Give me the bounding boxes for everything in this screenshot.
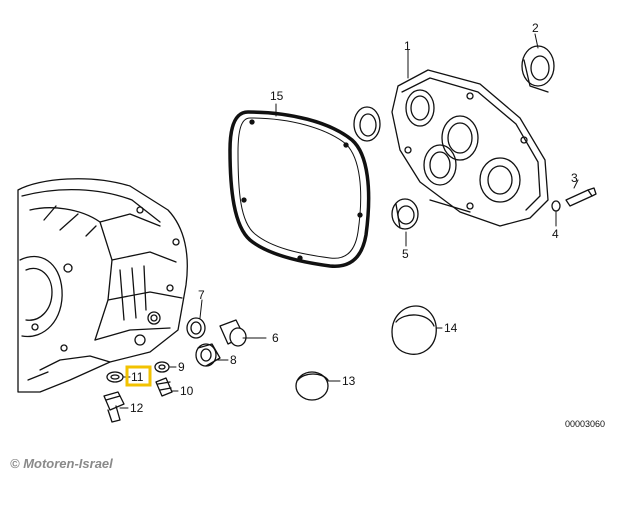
label-7: 7 [198, 288, 205, 302]
leader-lines [119, 33, 579, 409]
washer-part-4 [551, 200, 561, 212]
cap-part-13 [295, 371, 329, 401]
label-15: 15 [270, 89, 284, 103]
label-2: 2 [532, 21, 539, 35]
part-labels: 1 2 3 4 5 6 7 8 9 10 11 12 13 14 15 0000… [125, 21, 605, 429]
seal-part-2 [521, 45, 555, 93]
label-12: 12 [130, 401, 144, 415]
label-3: 3 [571, 171, 578, 185]
label-4: 4 [552, 227, 559, 241]
drawing-code: 00003060 [565, 419, 605, 429]
label-8: 8 [230, 353, 237, 367]
label-14: 14 [444, 321, 458, 335]
label-11[interactable]: 11 [131, 370, 144, 384]
copyright-notice: © Motoren-Israel [10, 456, 113, 471]
cap-part-8 [195, 343, 221, 367]
transmission-housing [17, 178, 188, 393]
label-5: 5 [402, 247, 409, 261]
seal-part-5 [391, 198, 419, 230]
washer-part-9 [154, 361, 170, 373]
washer-part-11 [106, 371, 124, 383]
plug-part-6 [219, 319, 247, 347]
bolt-part-3 [565, 187, 597, 207]
highlight-box [125, 365, 152, 387]
plug-part-10 [155, 377, 173, 397]
seal-part-7 [186, 317, 206, 339]
label-9: 9 [178, 360, 185, 374]
gearbox-cover-part-1 [391, 69, 549, 227]
label-6: 6 [272, 331, 279, 345]
label-10: 10 [180, 384, 194, 398]
sealing-ring [353, 106, 381, 142]
label-1: 1 [404, 39, 411, 53]
cap-part-14 [391, 305, 437, 355]
drain-plug-part-12 [103, 391, 125, 423]
gasket-part-15 [228, 110, 371, 268]
label-13: 13 [342, 374, 356, 388]
